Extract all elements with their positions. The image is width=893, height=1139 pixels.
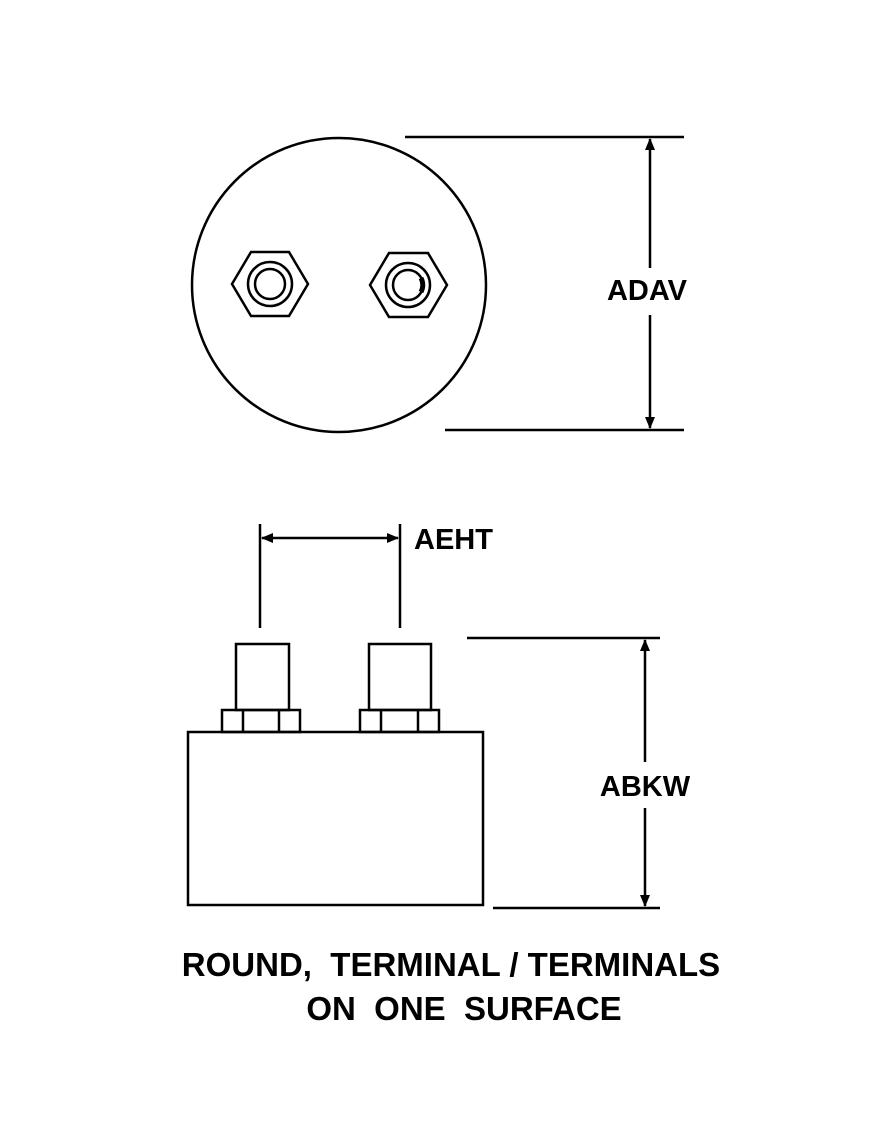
caption-line-2: ON ONE SURFACE xyxy=(306,990,621,1027)
diameter-label: ADAV xyxy=(607,275,688,307)
caption-line-1: ROUND, TERMINAL / TERMINALS xyxy=(182,946,720,983)
terminal-spacing-dimension xyxy=(258,524,402,628)
terminal-left-side xyxy=(220,642,302,734)
height-label: ABKW xyxy=(600,771,691,803)
terminal-nut-left-top xyxy=(230,250,310,318)
terminal-nut-right-top xyxy=(368,251,449,319)
diameter-dimension xyxy=(405,135,684,432)
terminal-right-side xyxy=(358,642,441,734)
top-view-body xyxy=(190,136,488,434)
terminal-spacing-label: AEHT xyxy=(414,524,493,556)
height-dimension xyxy=(467,636,660,910)
side-view-body xyxy=(186,730,485,907)
